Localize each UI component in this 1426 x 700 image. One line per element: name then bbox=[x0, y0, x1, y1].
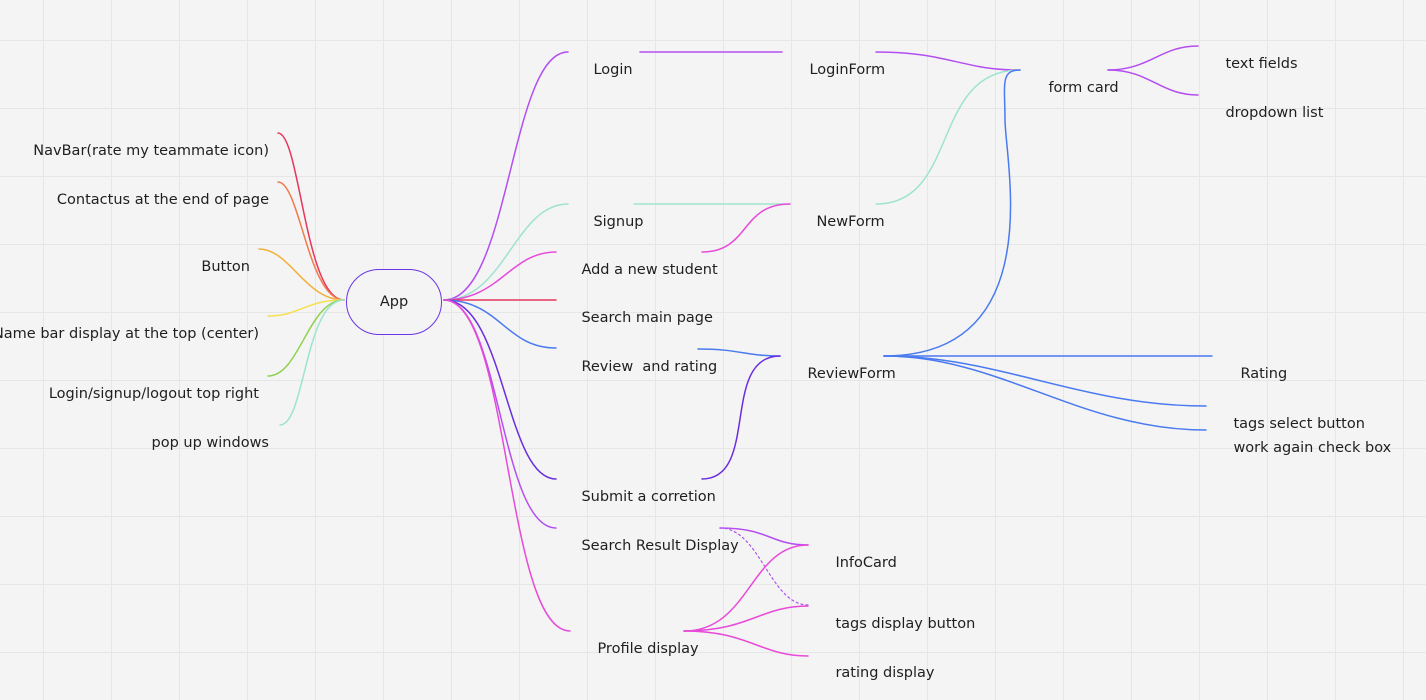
node-button[interactable]: Button bbox=[183, 240, 250, 294]
node-popup-label: pop up windows bbox=[151, 435, 269, 451]
node-search-result[interactable]: Search Result Display bbox=[563, 519, 739, 573]
edge-app-loginsignup bbox=[267, 299, 345, 377]
edge-app-review bbox=[443, 299, 557, 349]
node-form-card[interactable]: form card bbox=[1030, 61, 1119, 115]
node-review-form[interactable]: ReviewForm bbox=[789, 347, 896, 401]
node-login-form[interactable]: LoginForm bbox=[791, 43, 885, 97]
node-namebar-label: Name bar display at the top (center) bbox=[0, 326, 259, 342]
node-contactus-label: Contactus at the end of page bbox=[56, 192, 269, 208]
edge-app-namebar bbox=[267, 299, 345, 317]
node-rating-label: Rating bbox=[1240, 366, 1288, 382]
node-tags-display[interactable]: tags display button bbox=[817, 597, 975, 651]
node-dropdown-list-label: dropdown list bbox=[1225, 105, 1324, 121]
node-namebar[interactable]: Name bar display at the top (center) bbox=[0, 307, 259, 361]
edge-newform-formcard bbox=[875, 69, 1021, 205]
edge-app-popup bbox=[279, 299, 345, 426]
node-search-result-label: Search Result Display bbox=[581, 538, 739, 554]
node-dropdown-list[interactable]: dropdown list bbox=[1207, 86, 1323, 140]
node-text-fields-label: text fields bbox=[1225, 56, 1298, 72]
node-tags-select[interactable]: tags select button bbox=[1215, 397, 1365, 451]
edge-app-signup bbox=[443, 203, 569, 301]
edge-formcard-dropdown bbox=[1107, 69, 1199, 96]
edge-formcard-textfields bbox=[1107, 45, 1199, 71]
node-login-form-label: LoginForm bbox=[809, 62, 886, 78]
node-search-main-label: Search main page bbox=[581, 310, 713, 326]
node-new-form-label: NewForm bbox=[816, 214, 885, 230]
node-profile-display-label: Profile display bbox=[597, 641, 699, 657]
edge-searchresult-infocard bbox=[719, 527, 809, 546]
node-rating[interactable]: Rating bbox=[1222, 347, 1287, 401]
edge-reviewform-workagain bbox=[883, 355, 1207, 431]
edge-app-login bbox=[443, 51, 569, 301]
node-button-label: Button bbox=[201, 259, 250, 275]
edge-app-submit bbox=[443, 299, 557, 480]
node-contactus[interactable]: Contactus at the end of page bbox=[38, 173, 269, 227]
edge-profile-infocard bbox=[683, 544, 809, 632]
node-login-label: Login bbox=[593, 62, 633, 78]
edge-app-profile bbox=[443, 299, 571, 632]
app-root-node[interactable]: App bbox=[346, 269, 442, 335]
node-signup-label: Signup bbox=[593, 214, 644, 230]
node-review-form-label: ReviewForm bbox=[807, 366, 896, 382]
edge-app-searchresult bbox=[443, 299, 557, 529]
node-add-student-label: Add a new student bbox=[581, 262, 718, 278]
edge-profile-tagsdisplay bbox=[683, 605, 809, 632]
node-info-card[interactable]: InfoCard bbox=[817, 536, 897, 590]
node-work-again[interactable]: work again check box bbox=[1215, 421, 1391, 475]
edge-loginform-formcard bbox=[875, 51, 1021, 71]
node-navbar[interactable]: NavBar(rate my teammate icon) bbox=[15, 124, 269, 178]
node-add-student[interactable]: Add a new student bbox=[563, 243, 718, 297]
node-popup[interactable]: pop up windows bbox=[133, 416, 269, 470]
node-submit-correction[interactable]: Submit a corretion bbox=[563, 470, 716, 524]
edge-submit-reviewform bbox=[701, 355, 781, 480]
node-info-card-label: InfoCard bbox=[835, 555, 897, 571]
node-search-main[interactable]: Search main page bbox=[563, 291, 713, 345]
edge-app-contactus bbox=[277, 181, 345, 301]
node-login-signup-label: Login/signup/logout top right bbox=[48, 386, 259, 402]
node-submit-correction-label: Submit a corretion bbox=[581, 489, 716, 505]
edge-app-navbar bbox=[277, 132, 345, 301]
node-signup[interactable]: Signup bbox=[575, 195, 643, 249]
node-review-rating[interactable]: Review and rating bbox=[563, 340, 717, 394]
edge-app-addstudent bbox=[443, 251, 557, 301]
node-text-fields[interactable]: text fields bbox=[1207, 37, 1298, 91]
edge-profile-ratingdisplay bbox=[683, 630, 809, 657]
edge-addstudent-newform bbox=[701, 203, 791, 253]
app-root-label: App bbox=[379, 294, 409, 310]
node-rating-display[interactable]: rating display bbox=[817, 646, 935, 700]
edge-reviewform-formcard bbox=[883, 69, 1021, 357]
node-navbar-label: NavBar(rate my teammate icon) bbox=[33, 143, 269, 159]
node-new-form[interactable]: NewForm bbox=[798, 195, 885, 249]
node-review-rating-label: Review and rating bbox=[581, 359, 718, 375]
node-login[interactable]: Login bbox=[575, 43, 633, 97]
node-login-signup[interactable]: Login/signup/logout top right bbox=[30, 367, 259, 421]
edge-reviewform-tagsselect bbox=[883, 355, 1207, 407]
node-work-again-label: work again check box bbox=[1233, 440, 1392, 456]
node-tags-select-label: tags select button bbox=[1233, 416, 1365, 432]
node-tags-display-label: tags display button bbox=[835, 616, 976, 632]
edge-app-button bbox=[258, 248, 345, 301]
edge-review-reviewform bbox=[697, 348, 781, 357]
node-form-card-label: form card bbox=[1048, 80, 1119, 96]
node-profile-display[interactable]: Profile display bbox=[579, 622, 699, 676]
node-rating-display-label: rating display bbox=[835, 665, 935, 681]
